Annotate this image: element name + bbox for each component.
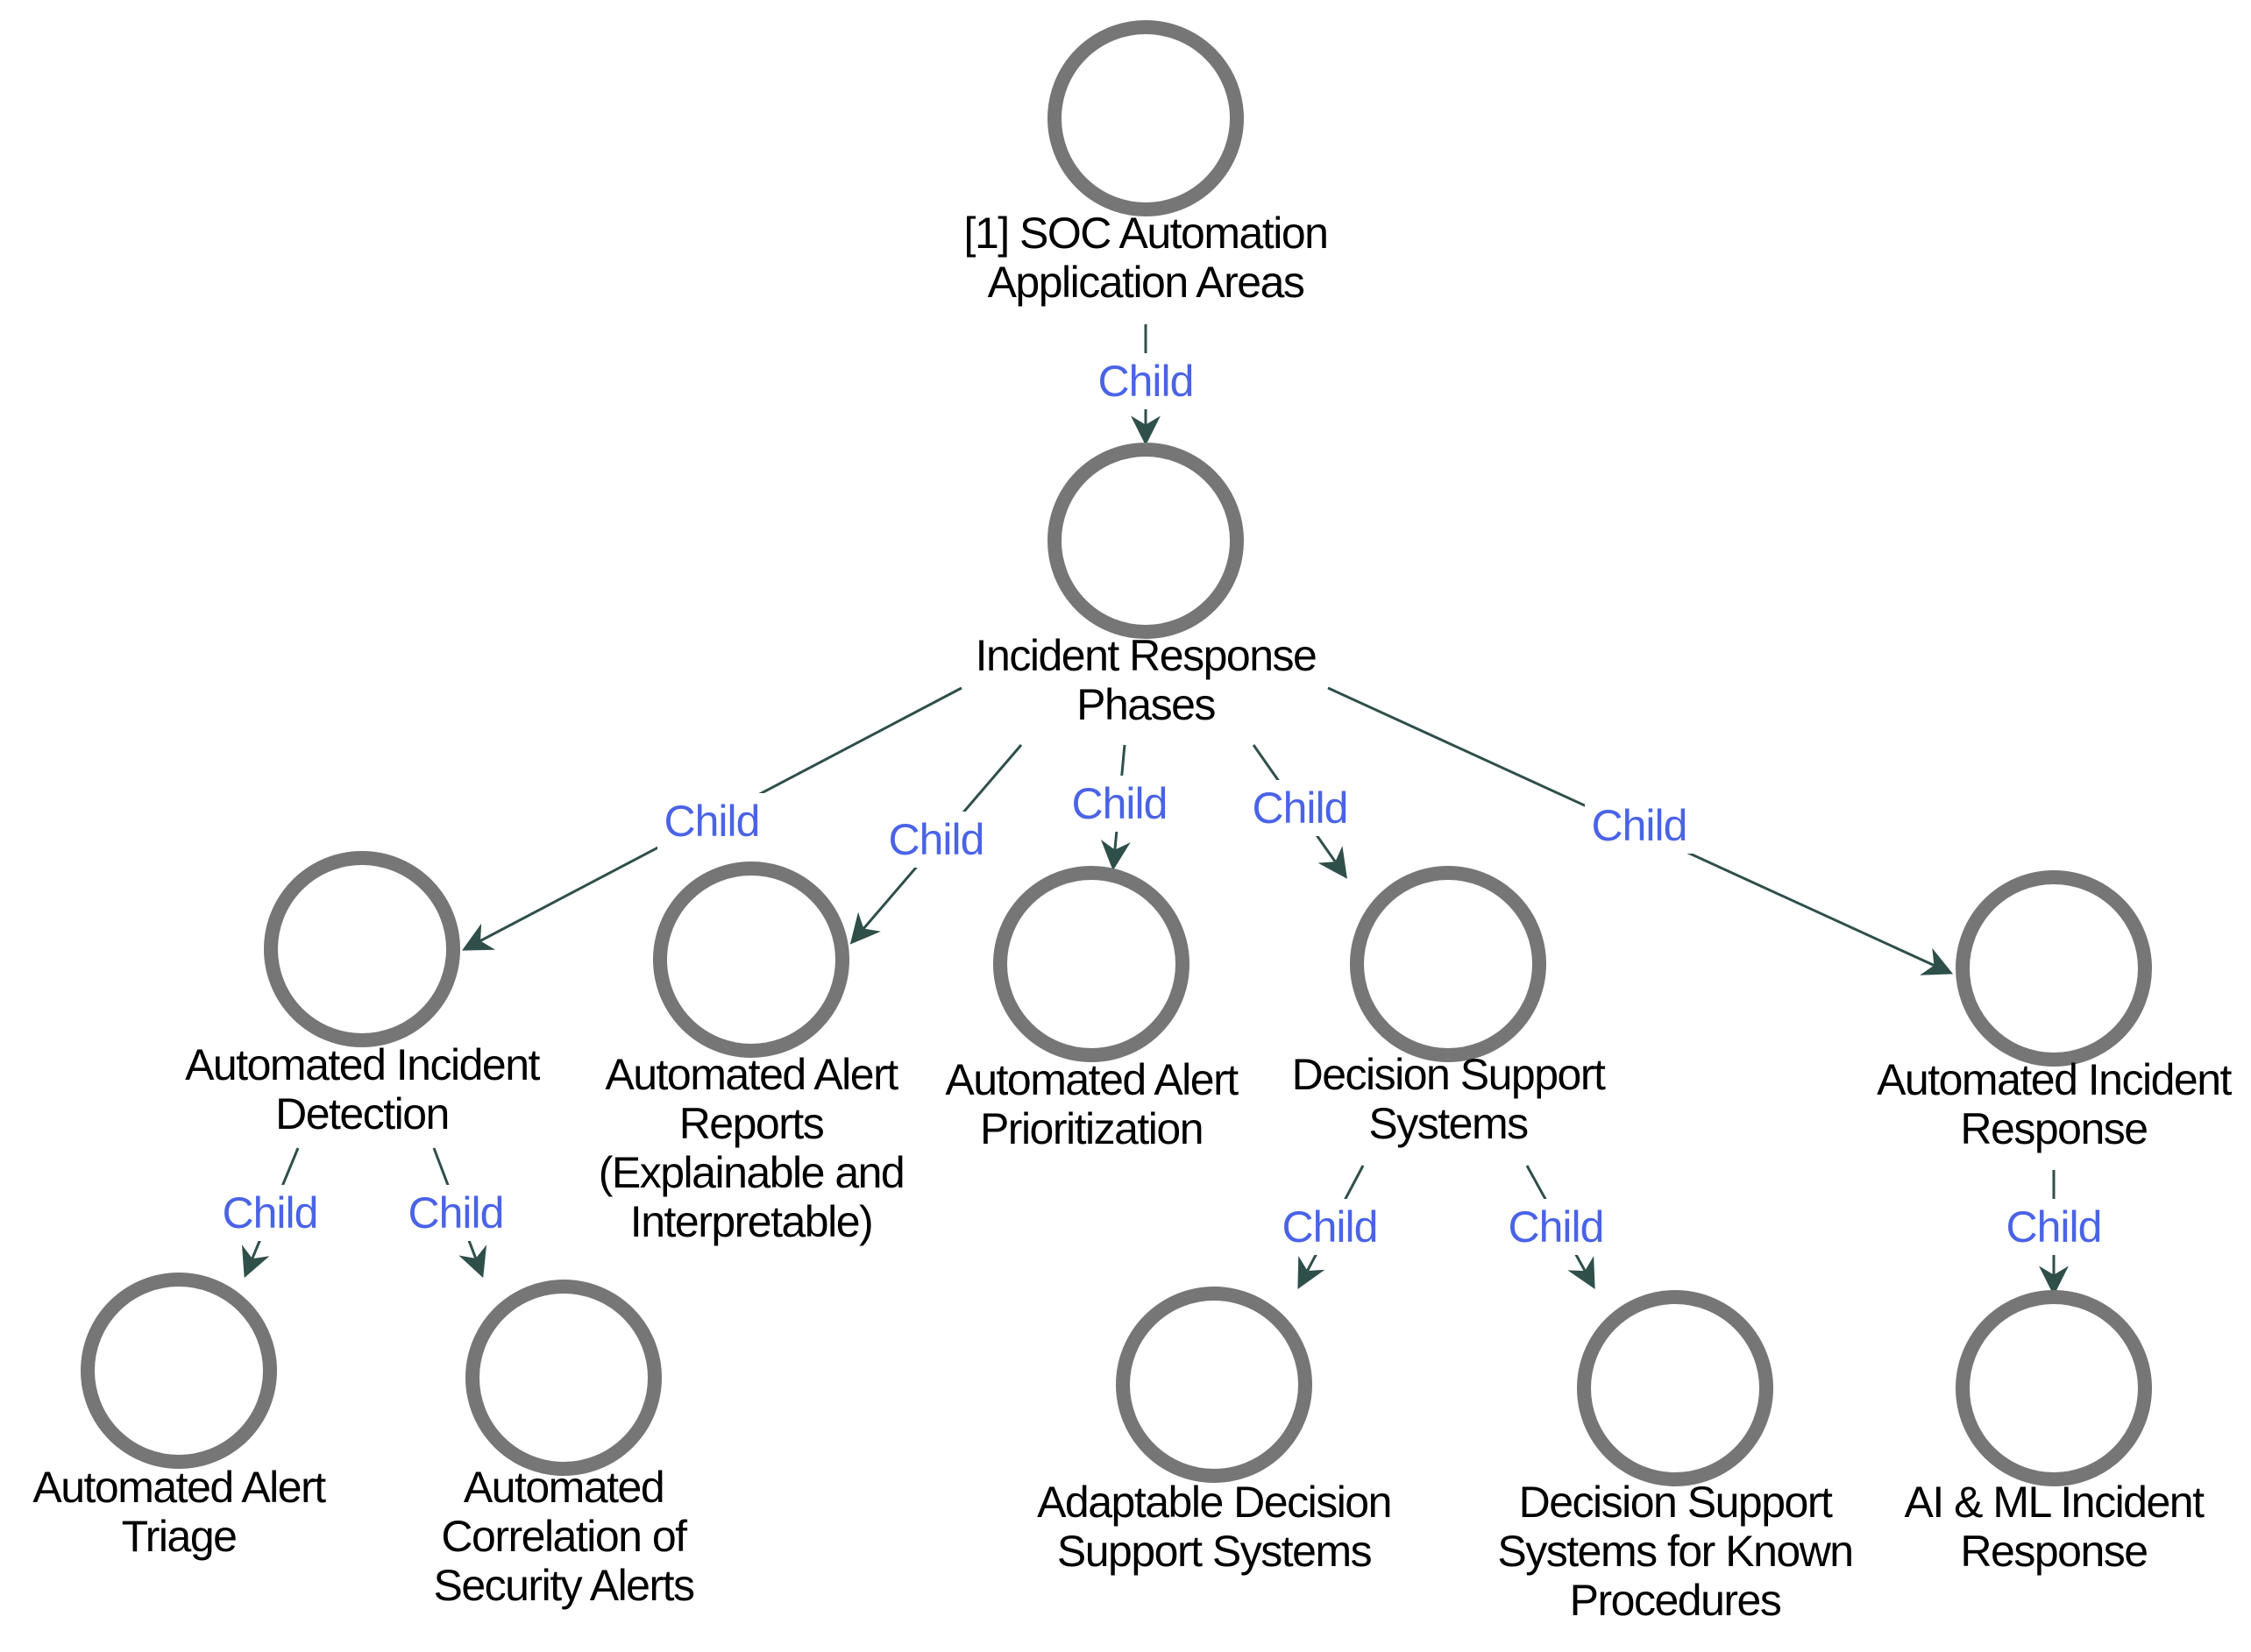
node-label-line: Incident Response <box>976 631 1317 680</box>
node-label-line: Automated Incident <box>1877 1055 2232 1104</box>
edge-label-background <box>1065 776 1174 832</box>
node-label-line: Decision Support <box>1519 1478 1833 1527</box>
node-label-line: Support Systems <box>1057 1527 1372 1576</box>
edge-n2-to-n4: Child <box>849 744 1023 945</box>
edge-n2-to-n6: Child <box>1246 744 1354 879</box>
node-label-line: Automated Alert <box>945 1055 1239 1104</box>
edge-label-background <box>1502 1199 1610 1255</box>
edge-label: Child <box>2006 1202 2102 1251</box>
edge-n1-to-n2: Child <box>1091 324 1200 446</box>
node-label-line: Correlation of <box>441 1512 687 1561</box>
node-label-line: Automated Incident <box>185 1040 540 1089</box>
edge-label: Child <box>664 797 760 846</box>
edge-label: Child <box>1592 801 1687 850</box>
node-circle[interactable] <box>1577 1290 1773 1486</box>
edge-label-background <box>1246 780 1354 836</box>
node-label-line: [1] SOC Automation <box>964 209 1328 258</box>
node-label-line: Procedures <box>1570 1576 1781 1625</box>
node-circle[interactable] <box>1116 1287 1312 1483</box>
edge-n2-to-n7: Child <box>1327 686 1954 975</box>
node-circle[interactable] <box>993 866 1189 1062</box>
node-label-line: Triage <box>122 1512 237 1561</box>
node-label-line: Systems for Known <box>1497 1527 1852 1576</box>
edge-label-background <box>1091 353 1200 409</box>
edge-label-background <box>401 1185 510 1241</box>
node-label-line: Reports <box>679 1099 824 1148</box>
node-circle[interactable] <box>1956 870 2152 1067</box>
edge-label: Child <box>1098 357 1194 406</box>
node-circle[interactable] <box>1047 20 1244 216</box>
node-label-line: Response <box>1960 1527 2147 1576</box>
node-label-line: Interpretable) <box>630 1197 872 1246</box>
node-label-line: Application Areas <box>988 258 1304 307</box>
edge-label-background <box>882 812 991 868</box>
node-label-line: Adaptable Decision <box>1037 1478 1391 1527</box>
edge-label-background <box>657 793 766 849</box>
node-circle[interactable] <box>1350 866 1546 1062</box>
node-label-line: Automated Alert <box>32 1463 326 1512</box>
edge-n6-to-n10: Child <box>1275 1165 1384 1290</box>
edge-label: Child <box>889 815 984 864</box>
edge-label: Child <box>223 1188 318 1237</box>
edge-label: Child <box>408 1188 504 1237</box>
edge-label: Child <box>1282 1202 1378 1251</box>
node-label-line: (Explainable and <box>599 1148 905 1197</box>
edge-n2-to-n5: Child <box>1065 744 1174 871</box>
edge-label-background <box>216 1185 324 1241</box>
edge-label: Child <box>1072 779 1168 828</box>
node-label-line: AI & ML Incident <box>1905 1478 2205 1527</box>
node-label-line: Decision Support <box>1292 1050 1606 1099</box>
node-label-line: Detection <box>275 1089 449 1138</box>
node-circle[interactable] <box>1956 1290 2152 1486</box>
edge-n7-to-n12: Child <box>1999 1170 2108 1296</box>
node-circle[interactable] <box>81 1273 277 1469</box>
edge-n2-to-n3: Child <box>461 686 962 951</box>
node-label-line: Automated Alert <box>605 1050 898 1099</box>
edge-label: Child <box>1253 783 1348 833</box>
node-circle[interactable] <box>1047 443 1244 639</box>
node-circle[interactable] <box>465 1280 662 1476</box>
edge-n6-to-n11: Child <box>1502 1165 1610 1289</box>
node-label-line: Systems <box>1368 1099 1528 1148</box>
node-label-line: Phases <box>1076 680 1215 729</box>
node-circle[interactable] <box>653 861 849 1058</box>
edge-n3-to-n8: Child <box>216 1147 324 1279</box>
edge-n3-to-n9: Child <box>401 1147 510 1279</box>
node-label-line: Automated <box>464 1463 664 1512</box>
node-circle[interactable] <box>264 851 460 1047</box>
node-label-line: Response <box>1960 1104 2147 1153</box>
node-label-line: Security Alerts <box>433 1561 694 1610</box>
node-label-line: Prioritization <box>980 1104 1203 1153</box>
edge-label-background <box>1999 1199 2108 1255</box>
edge-label-background <box>1585 798 1694 854</box>
edge-label: Child <box>1509 1202 1604 1251</box>
edge-label-background <box>1275 1199 1384 1255</box>
